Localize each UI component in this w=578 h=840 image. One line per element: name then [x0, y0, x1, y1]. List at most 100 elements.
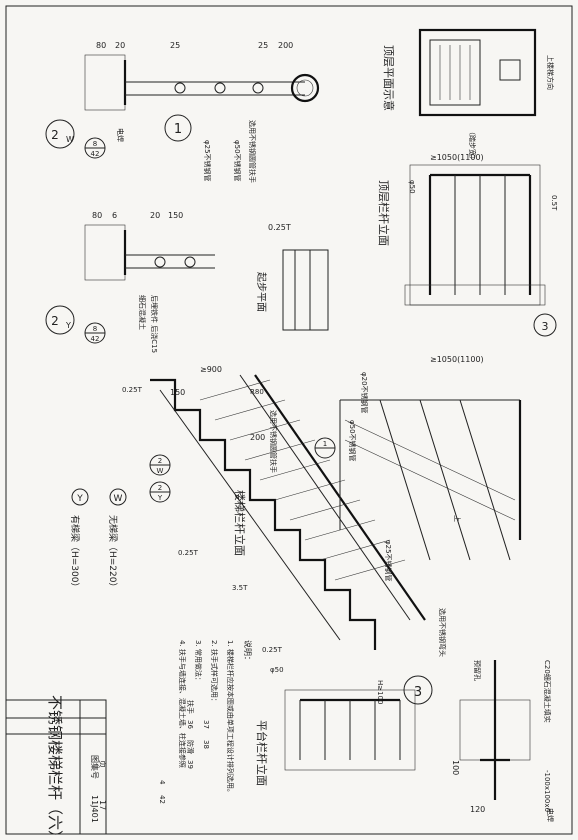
drawing-label: Y — [157, 494, 163, 502]
platform-rail-elevation: 平台栏杆立面 H≥100 — [255, 680, 416, 786]
stair-rail-elevation: ≥900 ≥1050(1100) 150 R80 200 0.25T 0.25T… — [122, 355, 522, 674]
detail-2w-marker — [45, 119, 75, 149]
drawing-label: （踏步宽） — [468, 128, 477, 163]
drawing-label: 2 — [158, 457, 162, 465]
drawing-label: C20细石混凝土填实 — [543, 660, 552, 723]
drawing-label: 20 — [115, 41, 125, 50]
drawing-label: 后埋铁件 后浇C15 — [150, 295, 159, 353]
drawing-label: 25 — [170, 41, 180, 50]
detail-3: 3 C20细石混凝土填实 -100x100x6 预留孔 电焊 120 100 — [403, 660, 555, 822]
drawing-label: φ25不锈钢管 — [384, 540, 393, 582]
stair-rail-title: 楼梯栏杆立面 — [233, 490, 247, 556]
drawing-label: 扶手 — [186, 700, 195, 714]
platform-rail-title: 平台栏杆立面 — [255, 720, 269, 786]
top-rail-title: 顶层栏杆立面 — [377, 180, 391, 246]
drawing-label: 3. 常用做法： — [194, 640, 203, 684]
start-plan-title: 起步平面 — [255, 272, 267, 312]
drawing-label: 2 — [158, 484, 162, 492]
drawing-label: 0.25T — [268, 223, 291, 232]
detail-3-ref — [533, 313, 557, 337]
legend-w: 无梯梁（H=220） — [107, 515, 119, 592]
drawing-label: 防滑 — [186, 740, 195, 754]
drawing-label: 25 — [258, 41, 268, 50]
detail-2y-marker — [45, 305, 75, 335]
drawing-label: 说明： — [243, 640, 253, 664]
drawing-title: 不锈钢楼梯栏杆（六） — [46, 695, 64, 840]
notes: 说明： 1. 楼梯栏杆应按本图或由单项工程设计排列选用。 2. 扶手式样可选用：… — [158, 640, 253, 804]
detail-1: 80 20 25 25 200 1 选用不锈钢圆管扶手 φ50不锈钢管 φ25不… — [45, 41, 320, 183]
drawing-label: Y — [76, 494, 83, 504]
drawing-label: H≥100 — [376, 680, 384, 705]
drawing-label: 2. 扶手式样可选用： — [210, 640, 219, 705]
top-rail-elevation: ≥1050(1100) 顶层栏杆立面 φ50 0.5T 3 — [377, 153, 558, 337]
drawing-label: 0.5T — [550, 195, 558, 211]
drawing-label: -100x100x6 — [543, 770, 551, 813]
drawing-label: 8 — [93, 325, 97, 333]
legend: W 无梯梁（H=220） Y 有梯梁（H=300） — [69, 488, 127, 592]
title-block: 不锈钢楼梯栏杆（六） 图集号 11J401 页 17 — [5, 695, 107, 840]
drawing-label: 150 — [170, 388, 185, 397]
drawing-label: 1. 楼梯栏杆应按本图或由单项工程设计排列选用。 — [226, 640, 235, 796]
drawing-label: 20 — [150, 211, 160, 220]
drawing-label: 0.25T — [122, 386, 143, 394]
start-plan: 0.25T 起步平面 — [255, 223, 329, 331]
stair-profile — [150, 378, 377, 650]
drawing-label: 4. 扶手与墙连接、混凝土墙、柱连接参照 — [178, 640, 187, 768]
drawing-label: 0.25T — [178, 549, 199, 557]
drawing-label: W — [66, 135, 74, 144]
drawing-label: 选用不锈钢弯头 — [438, 608, 447, 657]
drawing-label: 38 — [202, 740, 210, 749]
top-plan-title: 顶层平面示意 — [382, 45, 396, 111]
drawing-label: 电焊 — [116, 128, 125, 142]
drawing-label: 3 — [414, 685, 422, 700]
drawing-label: R80 — [250, 388, 264, 396]
drawing-label: 39 — [186, 760, 194, 769]
drawing-label: 200 — [250, 433, 265, 442]
drawing-label: 80 — [96, 41, 106, 50]
drawing-label: 100 — [451, 760, 460, 775]
drawing-label: 42 — [91, 150, 100, 158]
drawing-label: 1 — [323, 440, 327, 448]
drawing-label: 0.25T — [262, 646, 283, 654]
drawing-label: 37 — [202, 720, 210, 729]
atlas-label: 图集号 — [90, 755, 100, 779]
drawing-label: φ50 — [408, 180, 416, 194]
drawing-label: 预留孔 — [473, 660, 482, 681]
drawing-label: φ50 — [270, 666, 284, 674]
drawing-label: 42 — [158, 795, 166, 804]
drawing-label: 3.5T — [232, 584, 248, 592]
drawing-label: W — [157, 467, 164, 475]
drawing-label: 选用不锈钢圆管扶手 — [269, 410, 278, 473]
drawing-label: ≥1050(1100) — [430, 355, 484, 364]
drawing-label: 2 — [51, 314, 59, 328]
drawing-label: 8 — [93, 140, 97, 148]
drawing-label: φ50不锈钢管 — [348, 420, 357, 462]
drawing-label: ≥900 — [200, 365, 222, 374]
drawing-label: 上 — [453, 515, 462, 522]
detail-1-marker — [164, 114, 192, 142]
drawing-label: 36 — [186, 720, 194, 729]
detail-3-marker — [403, 675, 433, 705]
drawing-label: 6 — [112, 211, 117, 220]
drawing-label: 150 — [168, 211, 183, 220]
atlas-number: 11J401 — [90, 795, 99, 823]
drawing-label: 细石混凝土 — [138, 295, 147, 330]
sheet-border — [5, 5, 573, 835]
top-floor-plan: 顶层平面示意 上楼梯方向 （踏步宽） — [382, 28, 555, 163]
drawing-label: 42 — [91, 335, 100, 343]
drawing-label: φ25不锈钢管 — [203, 140, 212, 182]
drawing-label: 3 — [542, 320, 549, 333]
drawing-label: φ50不锈钢管 — [233, 140, 242, 182]
drawing-label: Y — [65, 321, 71, 330]
drawing-label: 200 — [278, 41, 293, 50]
drawing-label: 80 — [92, 211, 102, 220]
page-number: 17 — [98, 800, 107, 810]
page-label: 页 — [98, 760, 107, 768]
drawing-label: W — [114, 494, 123, 504]
legend-y: 有梯梁（H=300） — [69, 515, 81, 592]
drawing-label: φ20不锈钢管 — [360, 372, 369, 414]
drawing-label: 上楼梯方向 — [546, 55, 555, 90]
drawing-label: ≥1050(1100) — [430, 153, 484, 162]
